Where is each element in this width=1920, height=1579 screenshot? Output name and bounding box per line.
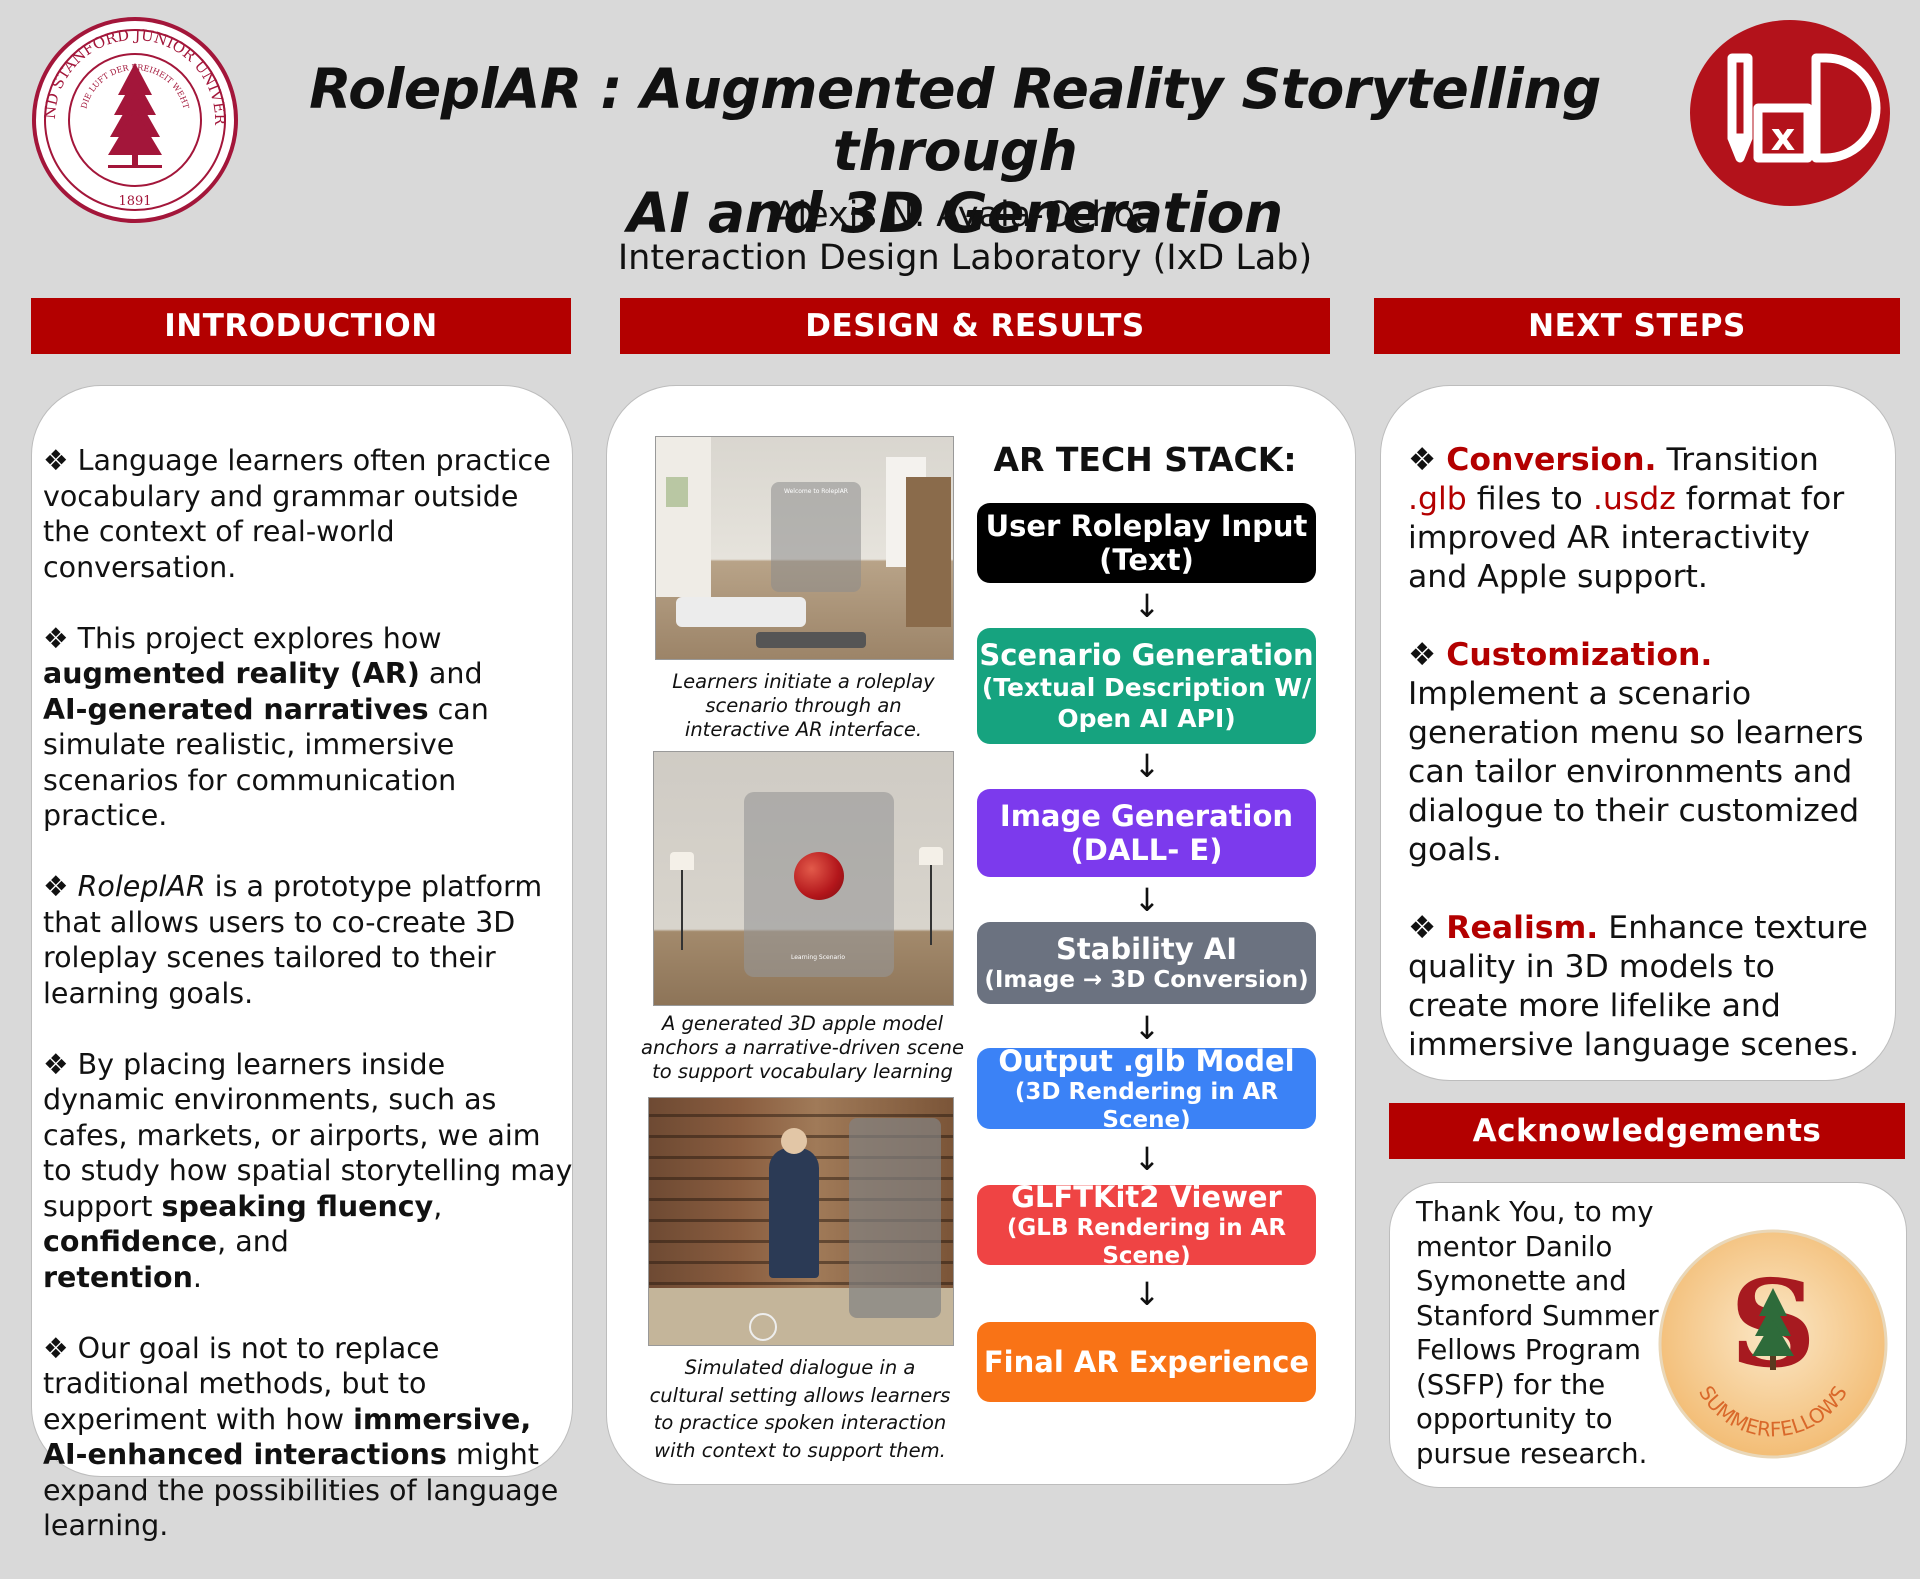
bullet-icon: ❖: [43, 870, 69, 903]
summer-fellows-badge: S SUMMERFELLOWS: [1657, 1228, 1889, 1460]
3d-apple-model-image: Learning Scenario: [653, 751, 954, 1006]
next-steps-panel: [1380, 385, 1896, 1081]
next-step-realism: ❖ Realism. Enhance texture quality in 3D…: [1408, 910, 1868, 1063]
microphone-icon[interactable]: [749, 1313, 777, 1341]
stack-step-stability-ai: Stability AI (Image → 3D Conversion): [977, 922, 1316, 1004]
bullet-icon: ❖: [1408, 442, 1437, 478]
apple-model-icon: [794, 852, 844, 900]
title-line-1: RoleplAR : Augmented Reality Storytellin…: [309, 57, 1601, 183]
poster-title: RoleplAR : Augmented Reality Storytellin…: [230, 58, 1680, 244]
stack-step-output-glb: Output .glb Model (3D Rendering in AR Sc…: [977, 1044, 1316, 1133]
caption-3: Simulated dialogue in a cultural setting…: [649, 1356, 951, 1462]
arrow-down-icon: ↓: [1133, 1009, 1161, 1047]
introduction-panel: [31, 385, 573, 1477]
pine-tree-icon: [1752, 1288, 1794, 1370]
introduction-text: ❖ Language learners often practice vocab…: [43, 443, 573, 1579]
redwood-tree-icon: [108, 63, 162, 168]
arrow-down-icon: ↓: [1133, 1275, 1161, 1313]
caption-2: A generated 3D apple model anchors a nar…: [641, 1012, 964, 1083]
arrow-down-icon: ↓: [1133, 747, 1161, 785]
stack-step-scenario-generation: Scenario Generation (Textual Description…: [977, 628, 1316, 744]
title-line-2: AI and 3D Generation: [627, 181, 1283, 245]
intro-paragraph-5: ❖ Our goal is not to replace traditional…: [43, 1331, 559, 1543]
lab-name: Interaction Design Laboratory (IxD Lab): [617, 238, 1313, 278]
bullet-icon: ❖: [43, 444, 69, 477]
cultural-dialogue-scene-image: [648, 1097, 954, 1346]
caption-1: Learners initiate a roleplay scenario th…: [672, 670, 935, 741]
introduction-header: INTRODUCTION: [31, 298, 571, 354]
intro-paragraph-4: ❖ By placing learners inside dynamic env…: [43, 1047, 573, 1294]
ixd-lab-logo: x: [1688, 18, 1893, 208]
arrow-down-icon: ↓: [1133, 1140, 1161, 1178]
tech-stack-title: AR TECH STACK:: [993, 440, 1297, 479]
intro-paragraph-2: ❖ This project explores how augmented re…: [43, 621, 489, 833]
author-name: Alexis N. Ayala-Ochoa: [773, 195, 1157, 235]
learning-scenario-label: Learning Scenario: [790, 954, 846, 961]
ixd-logo-text: x: [1771, 115, 1796, 159]
acknowledgements-header: Acknowledgements: [1389, 1103, 1905, 1159]
seal-year: 1891: [118, 194, 151, 209]
stack-step-image-generation: Image Generation (DALL- E): [977, 789, 1316, 877]
acknowledgements-text: Thank You, to my mentor Danilo Symonette…: [1416, 1196, 1659, 1470]
ar-welcome-text: Welcome to RoleplAR: [784, 488, 848, 495]
design-results-header: DESIGN & RESULTS: [620, 298, 1330, 354]
arrow-down-icon: ↓: [1133, 881, 1161, 919]
intro-paragraph-1: ❖ Language learners often practice vocab…: [43, 444, 551, 584]
bullet-icon: ❖: [43, 1047, 69, 1081]
next-steps-header: NEXT STEPS: [1374, 298, 1900, 354]
bullet-icon: ❖: [1408, 637, 1437, 673]
next-step-conversion: ❖ Conversion. Transition .glb files to .…: [1408, 442, 1845, 595]
intro-paragraph-3: ❖ RoleplAR is a prototype platform that …: [43, 870, 543, 1010]
bullet-icon: ❖: [1408, 910, 1437, 946]
arrow-down-icon: ↓: [1133, 587, 1161, 625]
ar-interface-room-image: Welcome to RoleplAR: [655, 436, 954, 660]
bullet-icon: ❖: [43, 1331, 69, 1365]
stack-step-final-ar-experience: Final AR Experience: [977, 1322, 1316, 1402]
next-steps-text: ❖ Conversion. Transition .glb files to .…: [1408, 441, 1878, 1104]
stack-step-gltfkit2-viewer: GLFTKit2 Viewer (GLB Rendering in AR Sce…: [977, 1180, 1316, 1269]
stack-step-user-input: User Roleplay Input (Text): [977, 503, 1316, 583]
bullet-icon: ❖: [43, 621, 69, 655]
stanford-seal-logo: LELAND STANFORD JUNIOR UNIVERSITY DIE LU…: [24, 1, 240, 225]
next-step-customization: ❖ Customization. Implement a scenario ge…: [1408, 637, 1864, 868]
